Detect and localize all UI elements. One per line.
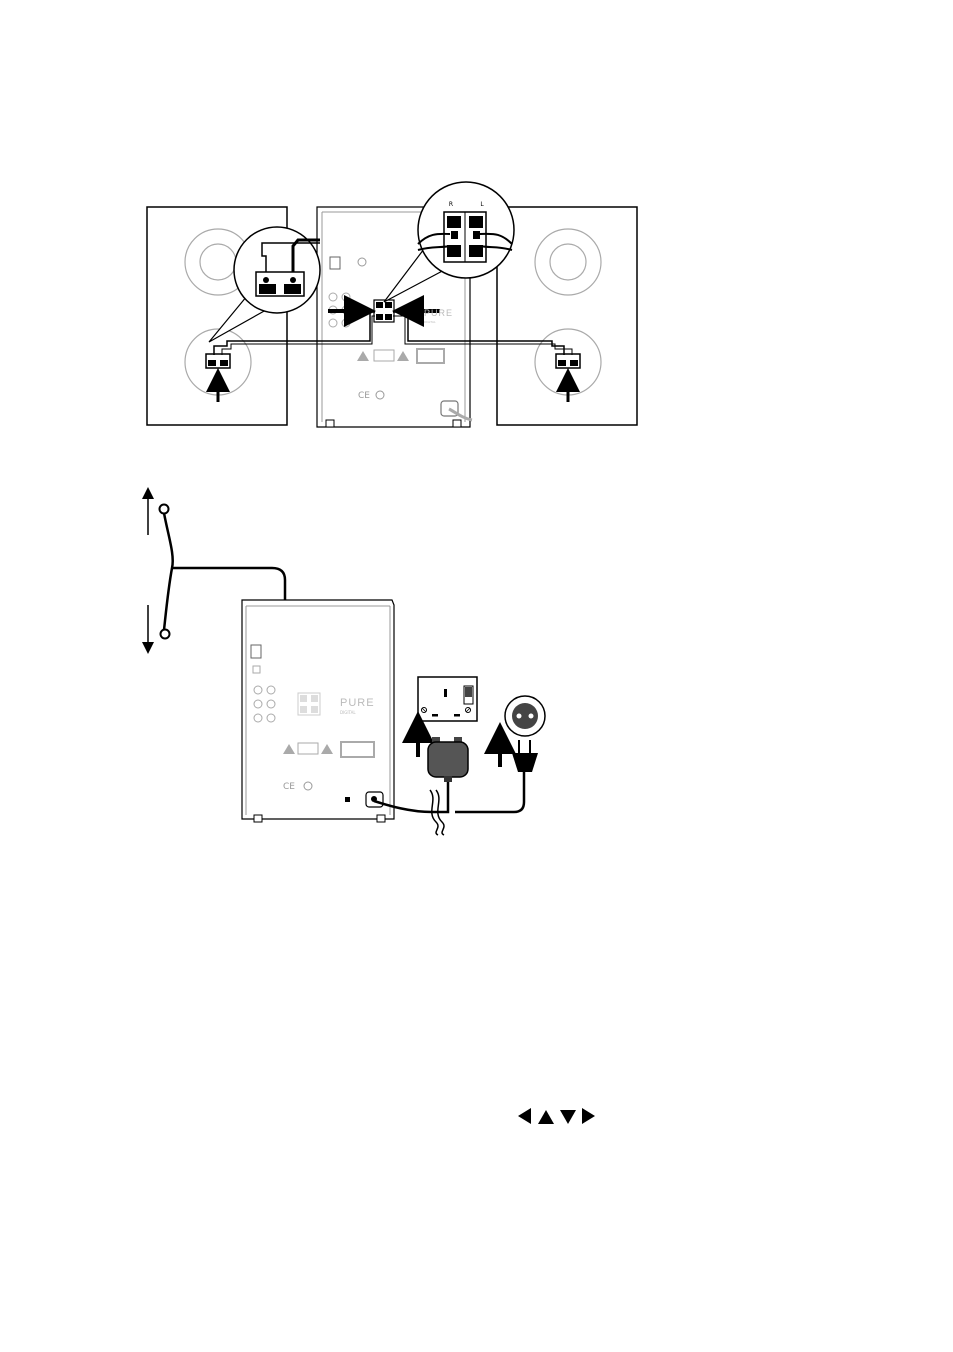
unit-speaker-terminals (374, 300, 394, 322)
down-triangle-icon (560, 1110, 576, 1124)
left-triangle-icon (518, 1108, 531, 1124)
main-unit-back-lower: PURE DIGITAL CE (242, 600, 394, 822)
ce-mark-lower: CE (283, 782, 295, 792)
brand-logo: PURE (424, 308, 453, 318)
brand-sub: DIGITAL (424, 320, 436, 324)
uk-plug (428, 737, 468, 782)
up-triangle-icon (538, 1110, 554, 1124)
eu-wall-socket (505, 696, 545, 736)
right-triangle-icon (582, 1108, 595, 1124)
optical-port (330, 257, 340, 269)
terminal-label-right: R (449, 201, 453, 208)
navigation-keys (516, 1104, 598, 1128)
eu-plug (512, 740, 538, 772)
brand-logo-lower: PURE (340, 697, 375, 709)
speaker-wiring-diagram: PURE DIGITAL CE (147, 182, 637, 427)
antenna-power-diagram: PURE DIGITAL CE (148, 493, 545, 835)
brand-sub-lower: DIGITAL (340, 710, 356, 715)
right-speaker (497, 207, 637, 425)
uk-wall-socket (418, 677, 477, 721)
ce-mark: CE (358, 391, 370, 401)
